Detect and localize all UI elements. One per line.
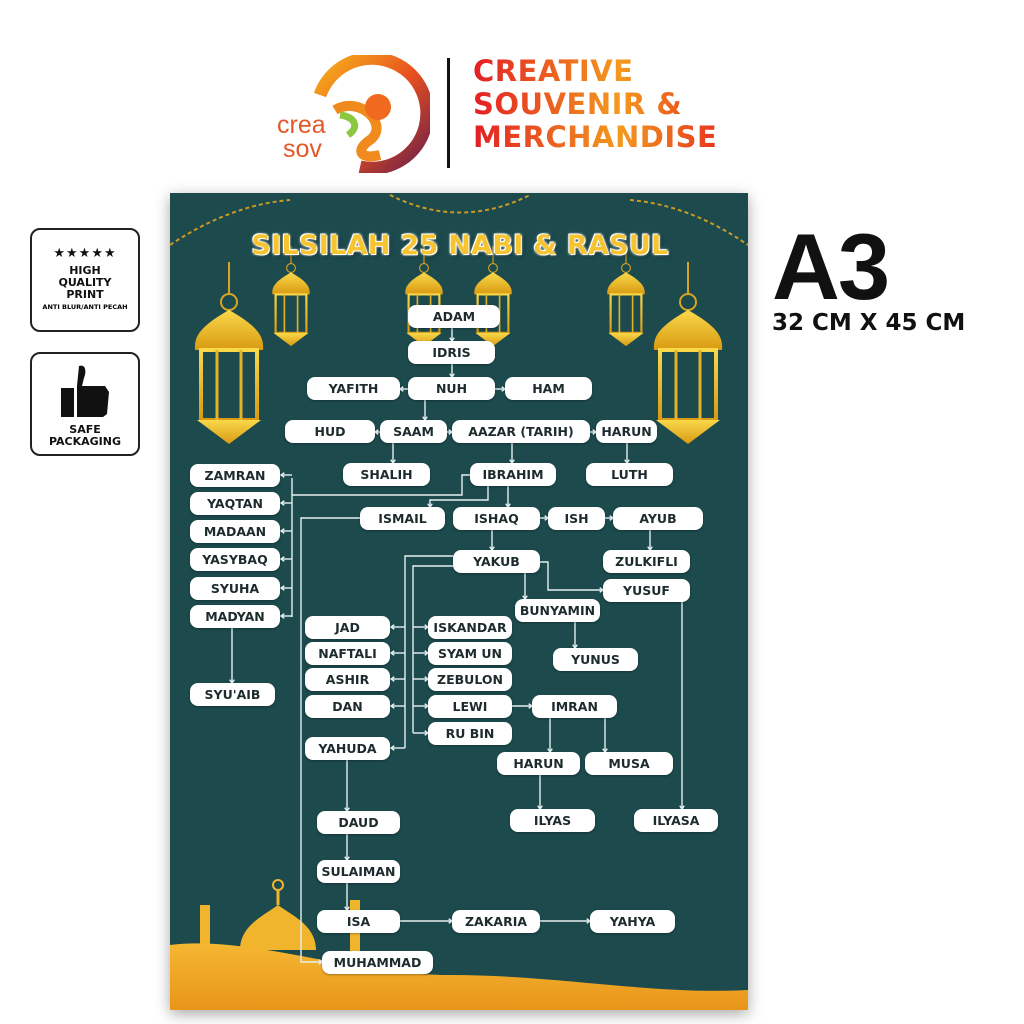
connector-line [292, 474, 470, 496]
badge-subtext: ANTI BLUR/ANTI PECAH [42, 303, 128, 311]
tree-node: ZEBULON [428, 668, 512, 691]
tree-node: BUNYAMIN [515, 599, 600, 622]
arrow-head [279, 556, 285, 562]
badge-text: PACKAGING [48, 435, 122, 448]
tree-node: ILYAS [510, 809, 595, 832]
tree-node: YAFITH [307, 377, 400, 400]
tree-node: ZAKARIA [452, 910, 540, 933]
arrow-head [279, 472, 285, 478]
tree-node: NAFTALI [305, 642, 390, 665]
connector-line [404, 555, 453, 748]
arrow-head [373, 429, 379, 435]
tagline-line: CREATIVE [473, 55, 717, 88]
arrow-head [389, 624, 395, 630]
arrow-head [398, 386, 404, 392]
tree-node: HUD [285, 420, 375, 443]
desert-dune [170, 943, 748, 1010]
tree-node: ISH [548, 507, 605, 530]
badge-text: SAFE [69, 423, 101, 436]
arrow-head [279, 585, 285, 591]
tree-node: YAKUB [453, 550, 540, 573]
tree-node: MUSA [585, 752, 673, 775]
tree-node: NUH [408, 377, 495, 400]
tree-node: SHALIH [343, 463, 430, 486]
tree-node: DAUD [317, 811, 400, 834]
tree-node: DAN [305, 695, 390, 718]
tree-node: HARUN [497, 752, 580, 775]
packaging-badge: SAFE PACKAGING [30, 352, 140, 456]
quality-badge: ★★★★★ HIGH QUALITY PRINT ANTI BLUR/ANTI … [30, 228, 140, 332]
tree-node: HARUN [596, 420, 657, 443]
connector-line [540, 561, 603, 591]
connector-line [429, 486, 489, 507]
tree-node: ASHIR [305, 668, 390, 691]
tree-node: YAHYA [590, 910, 675, 933]
tree-node: LUTH [586, 463, 673, 486]
creasov-logo-mark [313, 55, 430, 173]
tree-node: ISHAQ [453, 507, 540, 530]
size-label: A3 [772, 214, 890, 319]
tree-node: YUNUS [553, 648, 638, 671]
tree-node: HAM [505, 377, 592, 400]
tree-node: YAHUDA [305, 737, 390, 760]
tree-node: YAQTAN [190, 492, 280, 515]
tagline-line: SOUVENIR & [473, 88, 717, 121]
five-stars-icon: ★★★★★ [53, 246, 117, 261]
tree-node: JAD [305, 616, 390, 639]
tagline-line: MERCHANDISE [473, 120, 718, 154]
size-dimensions: 32 CM X 45 CM [772, 310, 966, 336]
connector-line [412, 565, 453, 733]
thumbs-up-icon [61, 365, 109, 417]
tree-node: SYAM UN [428, 642, 512, 665]
tree-node: YUSUF [603, 579, 690, 602]
tree-node: ISA [317, 910, 400, 933]
brand-divider [447, 58, 450, 168]
connector-line [300, 517, 360, 963]
brand-tagline: CREATIVE SOUVENIR & MERCHANDISE [473, 55, 717, 154]
tree-node: ILYASA [634, 809, 718, 832]
tree-node: ISMAIL [360, 507, 445, 530]
badge-text: QUALITY [58, 276, 112, 289]
tree-node: SYU'AIB [190, 683, 275, 706]
tree-node: ISKANDAR [428, 616, 512, 639]
badge-text: PRINT [66, 288, 104, 301]
arrow-head [389, 745, 395, 751]
tree-node: MADYAN [190, 605, 280, 628]
tree-node: IBRAHIM [470, 463, 556, 486]
arrow-head [389, 676, 395, 682]
tree-node: ZULKIFLI [603, 550, 690, 573]
tree-node: IMRAN [532, 695, 617, 718]
tree-node: ADAM [408, 305, 500, 328]
tree-node: LEWI [428, 695, 512, 718]
badge-text: HIGH [69, 264, 101, 277]
arrow-head [279, 613, 285, 619]
tree-node: RU BIN [428, 722, 512, 745]
tree-node: YASYBAQ [190, 548, 280, 571]
poster-title: SILSILAH 25 NABI & RASUL [251, 230, 669, 261]
tree-connectors [229, 328, 685, 965]
tree-node: SYUHA [190, 577, 280, 600]
mosque-silhouette-icon [200, 879, 360, 975]
logo-text-crea: crea [277, 111, 326, 139]
arrow-head [389, 650, 395, 656]
tree-node: AAZAR (TARIH) [452, 420, 590, 443]
arrow-head [279, 528, 285, 534]
tree-node: ZAMRAN [190, 464, 280, 487]
tree-node: IDRIS [408, 341, 495, 364]
arrow-head [389, 703, 395, 709]
logo-text-sov: sov [283, 135, 322, 163]
arrow-head [279, 500, 285, 506]
tree-node: SULAIMAN [317, 860, 400, 883]
tree-node: MUHAMMAD [322, 951, 433, 974]
tree-node: MADAAN [190, 520, 280, 543]
tree-node: SAAM [380, 420, 447, 443]
tree-node: AYUB [613, 507, 703, 530]
